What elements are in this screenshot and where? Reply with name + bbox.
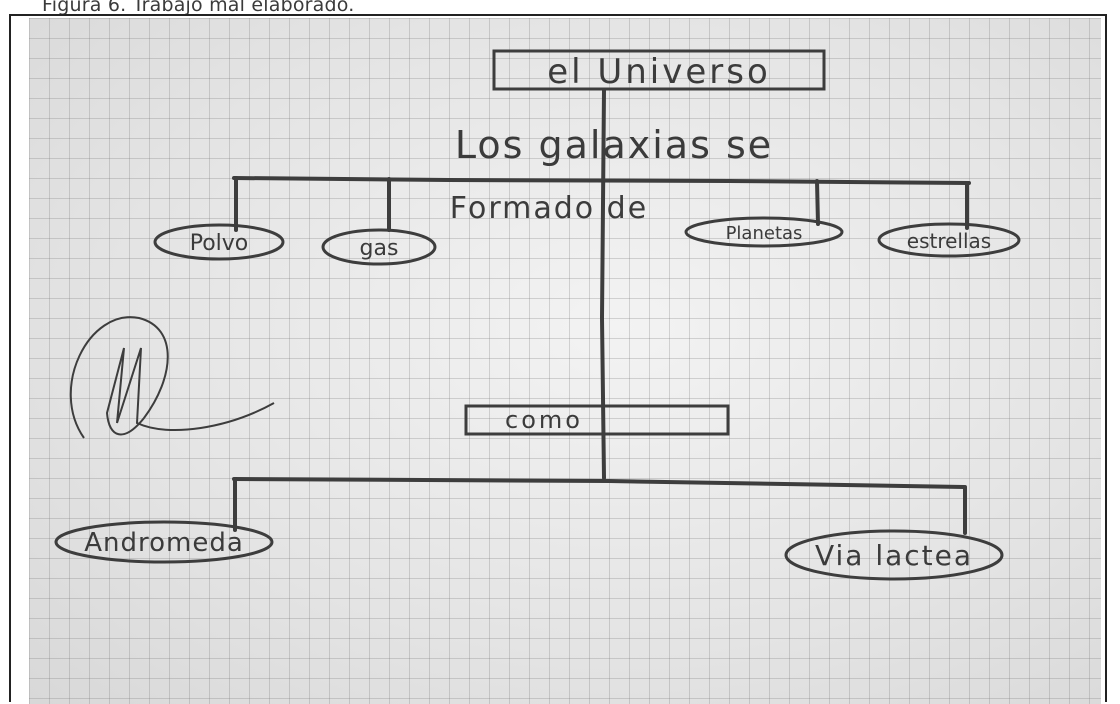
como-box xyxy=(464,404,730,436)
oval-via-lactea xyxy=(784,529,1004,581)
oval-andromeda xyxy=(54,520,274,564)
top-branch-line xyxy=(232,176,971,185)
title-box xyxy=(492,49,826,91)
component-polvo: Polvo xyxy=(190,231,249,256)
trunk-line xyxy=(599,88,606,480)
component-estrellas: estrellas xyxy=(907,229,991,253)
oval-estrellas xyxy=(877,222,1021,258)
component-planetas: Planetas xyxy=(726,223,803,244)
linking-phrase-1a: Los galaxias se xyxy=(455,123,773,167)
example-andromeda: Andromeda xyxy=(84,528,244,558)
figure-frame xyxy=(9,14,1107,702)
grade-mark-scribble xyxy=(69,316,275,439)
oval-planetas xyxy=(684,216,844,248)
example-via-lactea: Via lactea xyxy=(815,539,973,572)
drop-planetas xyxy=(815,179,820,226)
linking-phrase-1b: Formado de xyxy=(450,191,648,226)
notebook-photo: el Universo Los galaxias se Formado de P… xyxy=(29,18,1101,704)
concept-map: el Universo Los galaxias se Formado de P… xyxy=(54,49,1021,581)
bottom-branch-line xyxy=(232,477,966,489)
oval-polvo xyxy=(153,223,285,261)
title-label: el Universo xyxy=(547,52,771,92)
figure-caption: Figura 6. Trabajo mal elaborado. xyxy=(42,0,355,16)
oval-gas xyxy=(321,228,437,266)
component-gas: gas xyxy=(360,236,399,261)
linking-word-2: como xyxy=(505,406,583,434)
